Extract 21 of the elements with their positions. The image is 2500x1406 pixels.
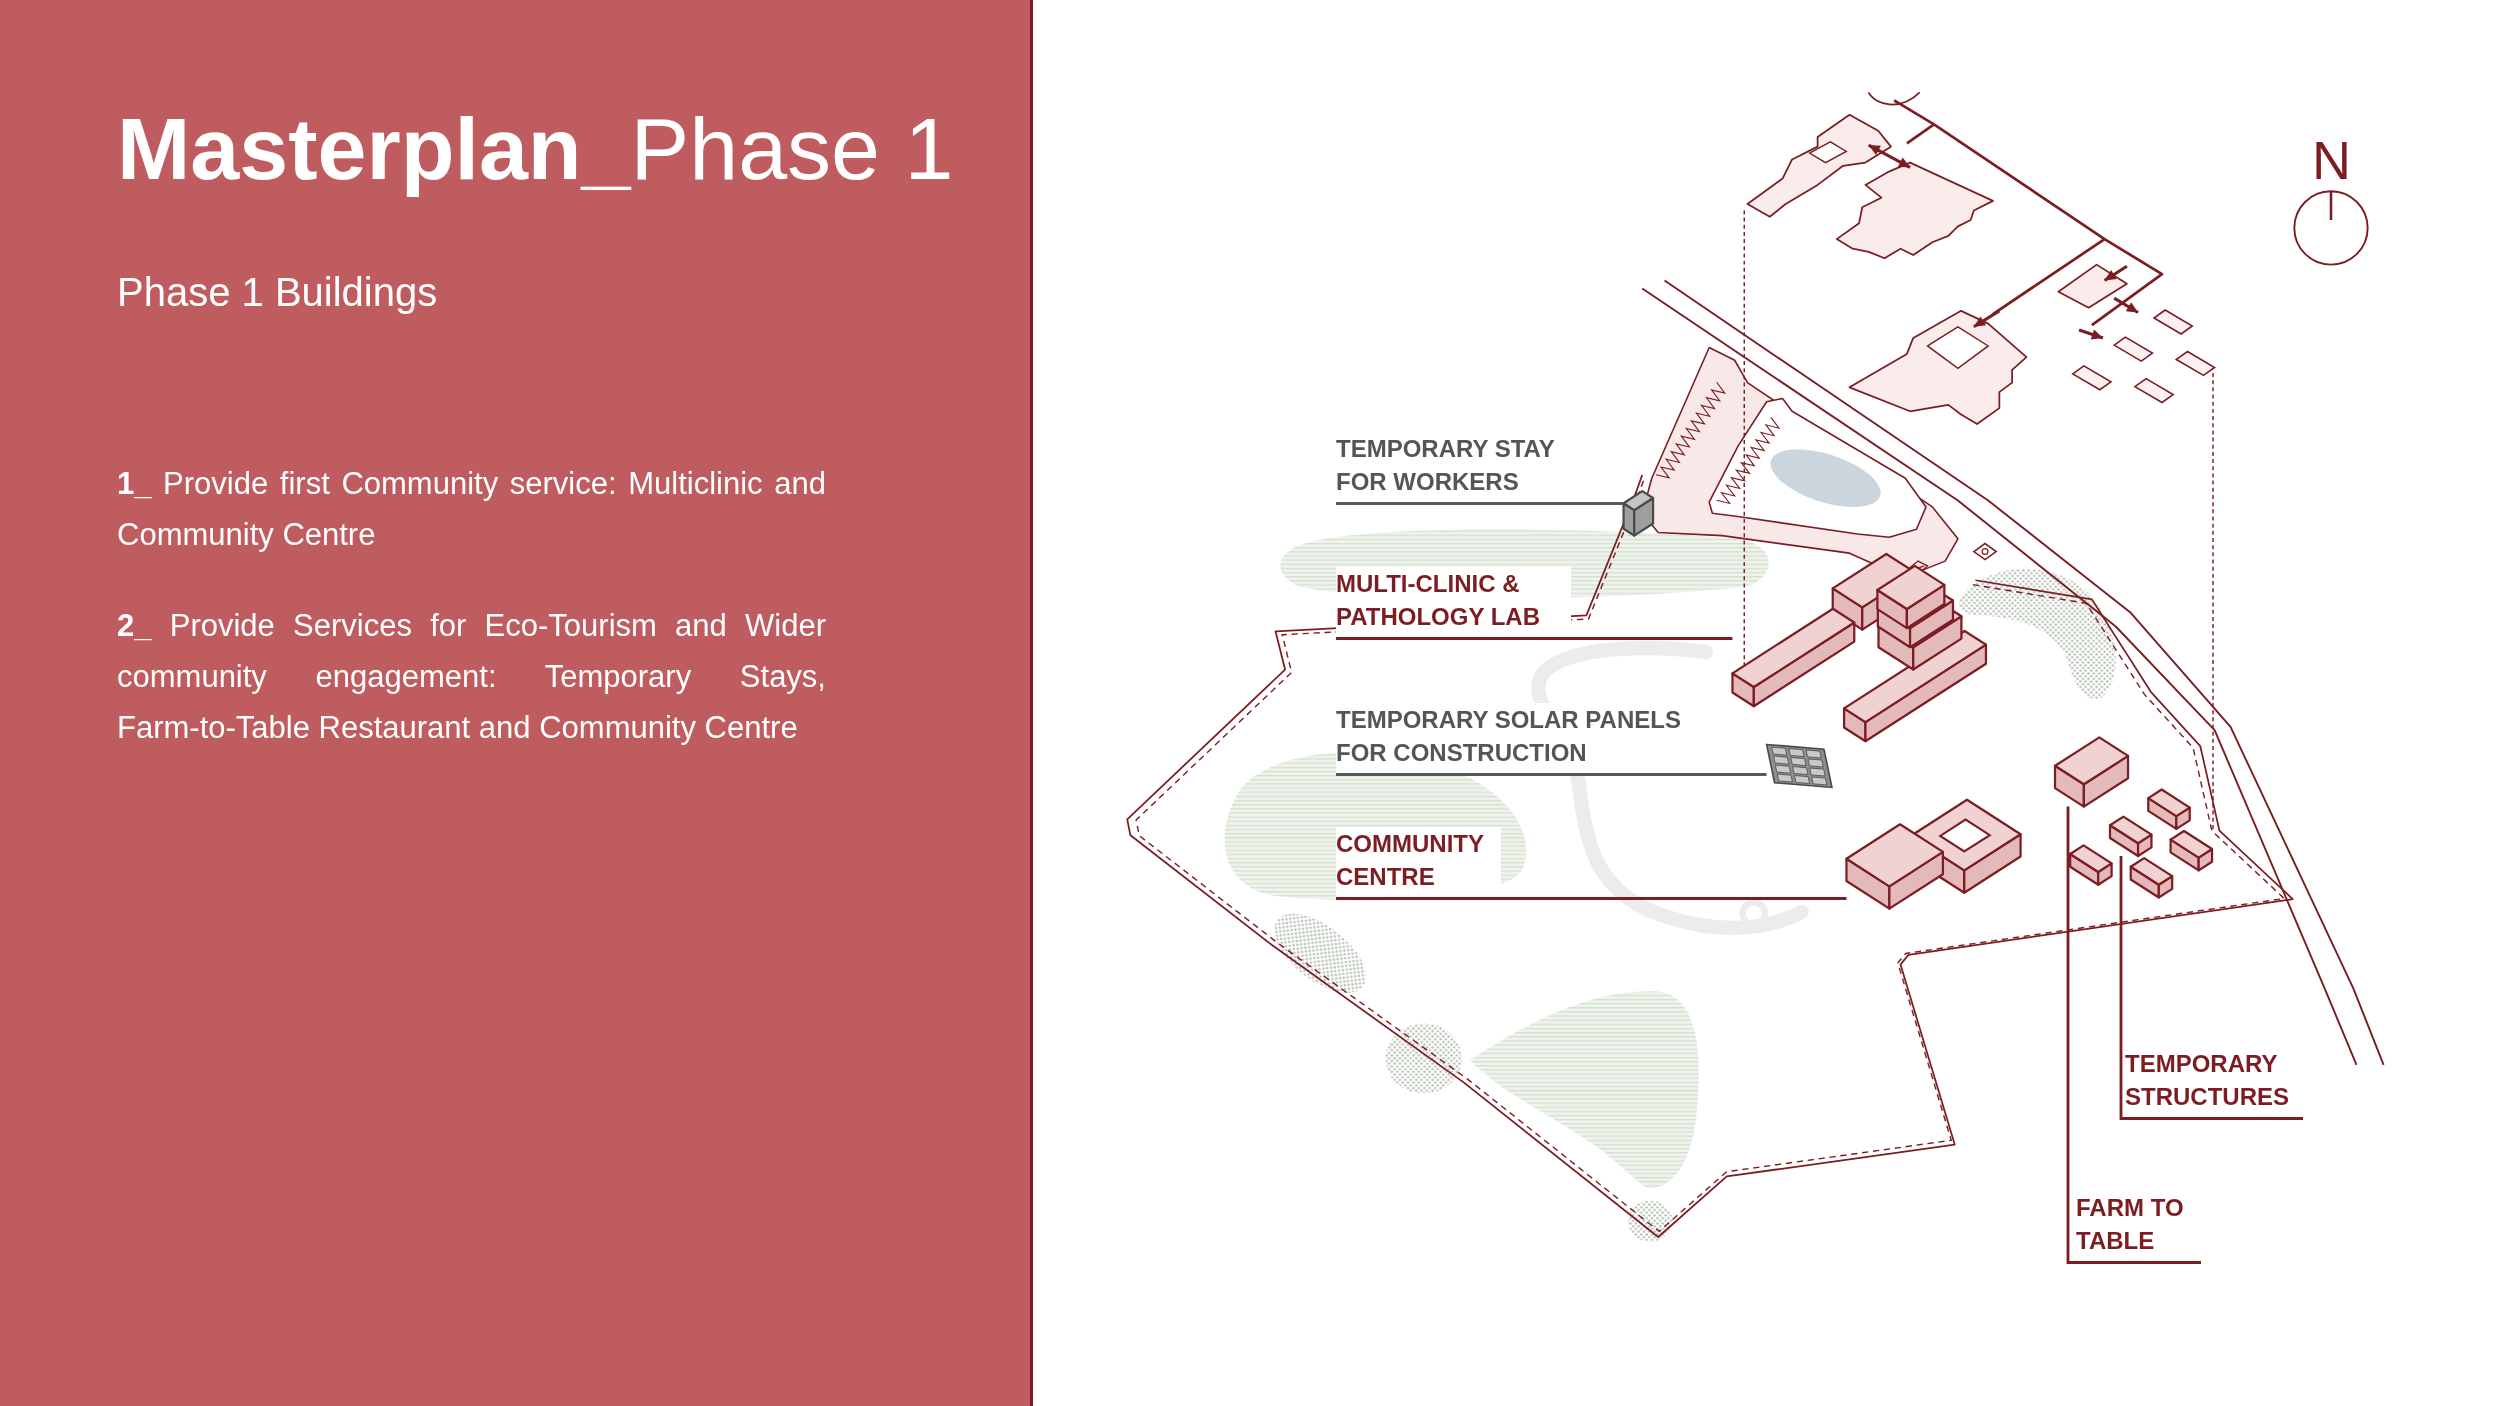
leader-line [2066, 806, 2201, 1264]
leader-line [1336, 637, 1733, 640]
isometric-building [1731, 552, 1988, 743]
isometric-block [2169, 829, 2214, 872]
solar-panel-array [1765, 743, 1833, 789]
isometric-block [2108, 815, 2153, 858]
section-heading: Phase 1 Buildings [117, 272, 438, 312]
isometric-block [2129, 857, 2174, 899]
paragraph: 2_ Provide Services for Eco-Tourism and Wider community engagement: Temporary Stays, Farm-to-Table Restaurant and Community Centre [117, 607, 826, 747]
isometric-block [2053, 736, 2130, 808]
isometric-block [2069, 844, 2113, 886]
leader-line [2119, 856, 2303, 1120]
isometric-building [1845, 798, 2022, 910]
paragraph: 1_ Provide first Community service: Multiclinic and Community Centre [117, 465, 826, 554]
isometric-building [1622, 490, 1655, 537]
leader-line [1336, 773, 1767, 776]
north-label: N [2312, 133, 2351, 187]
callout-label: COMMUNITY CENTRE [1336, 827, 1501, 897]
leader-line [1336, 897, 1847, 900]
leader-line [1336, 502, 1624, 505]
isometric-block [2147, 788, 2191, 831]
